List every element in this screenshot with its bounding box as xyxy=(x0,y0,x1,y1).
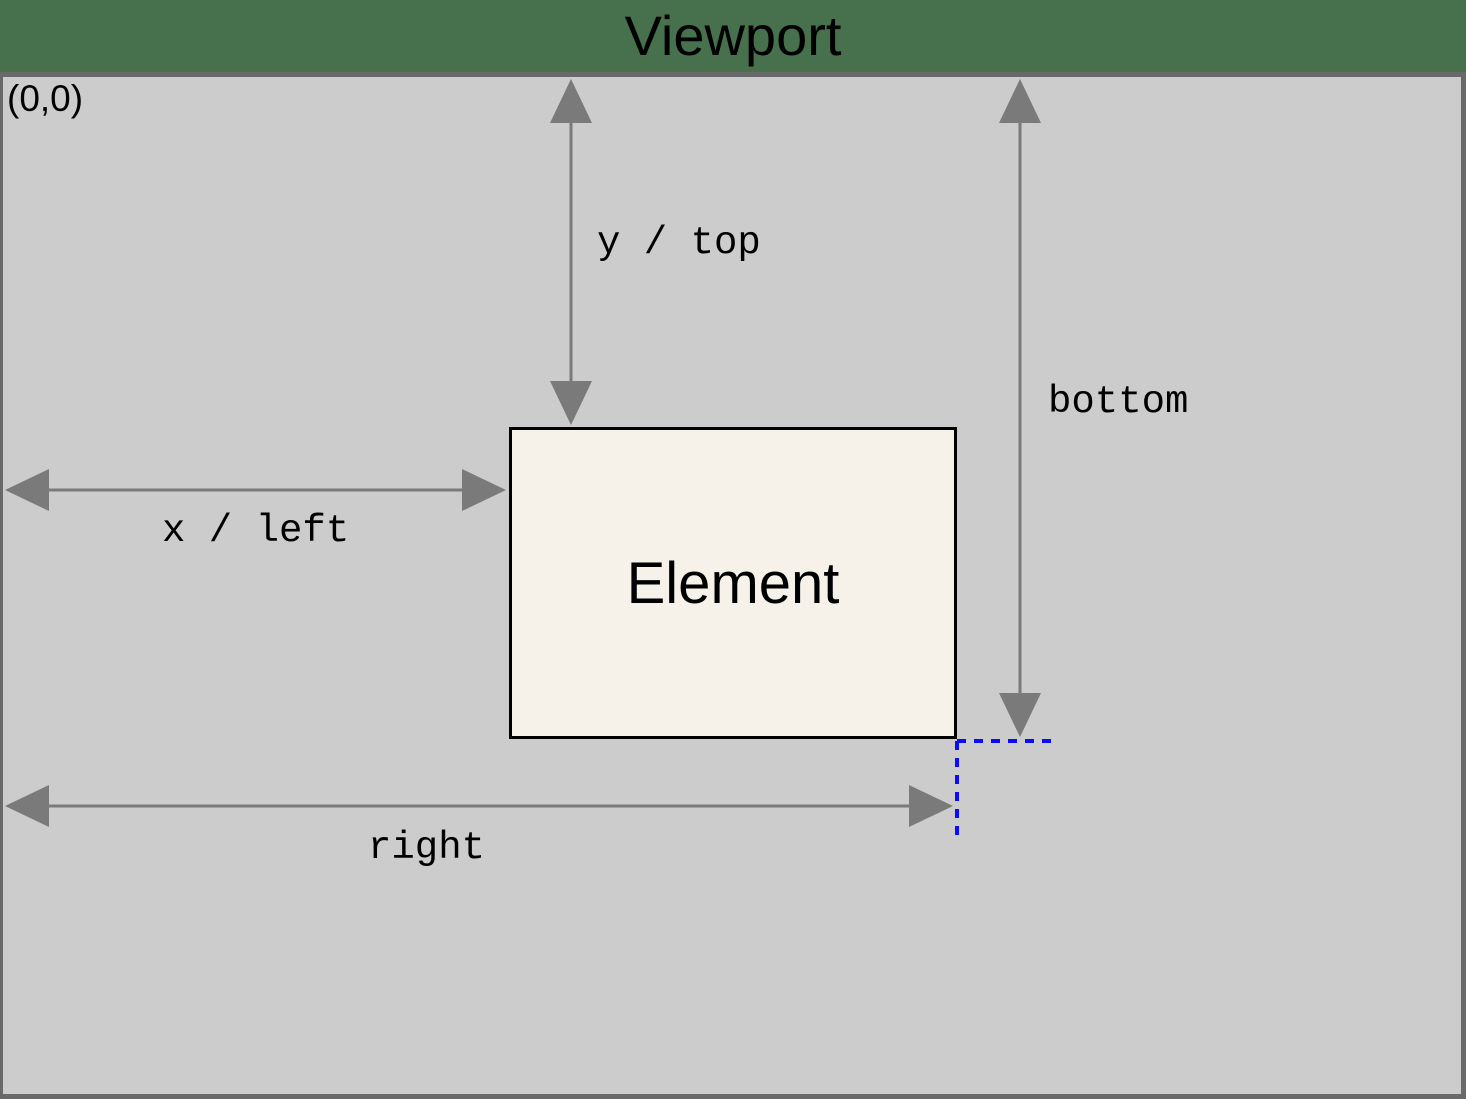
label-x-left: x / left xyxy=(162,509,350,553)
label-bottom: bottom xyxy=(1048,380,1189,424)
header-band: Viewport xyxy=(0,0,1466,72)
element-label: Element xyxy=(626,550,840,616)
label-y-top: y / top xyxy=(597,221,761,265)
origin-coordinate-label: (0,0) xyxy=(7,78,84,119)
label-right: right xyxy=(368,826,486,870)
page-title: Viewport xyxy=(624,4,842,67)
element-box: Element xyxy=(509,427,957,739)
